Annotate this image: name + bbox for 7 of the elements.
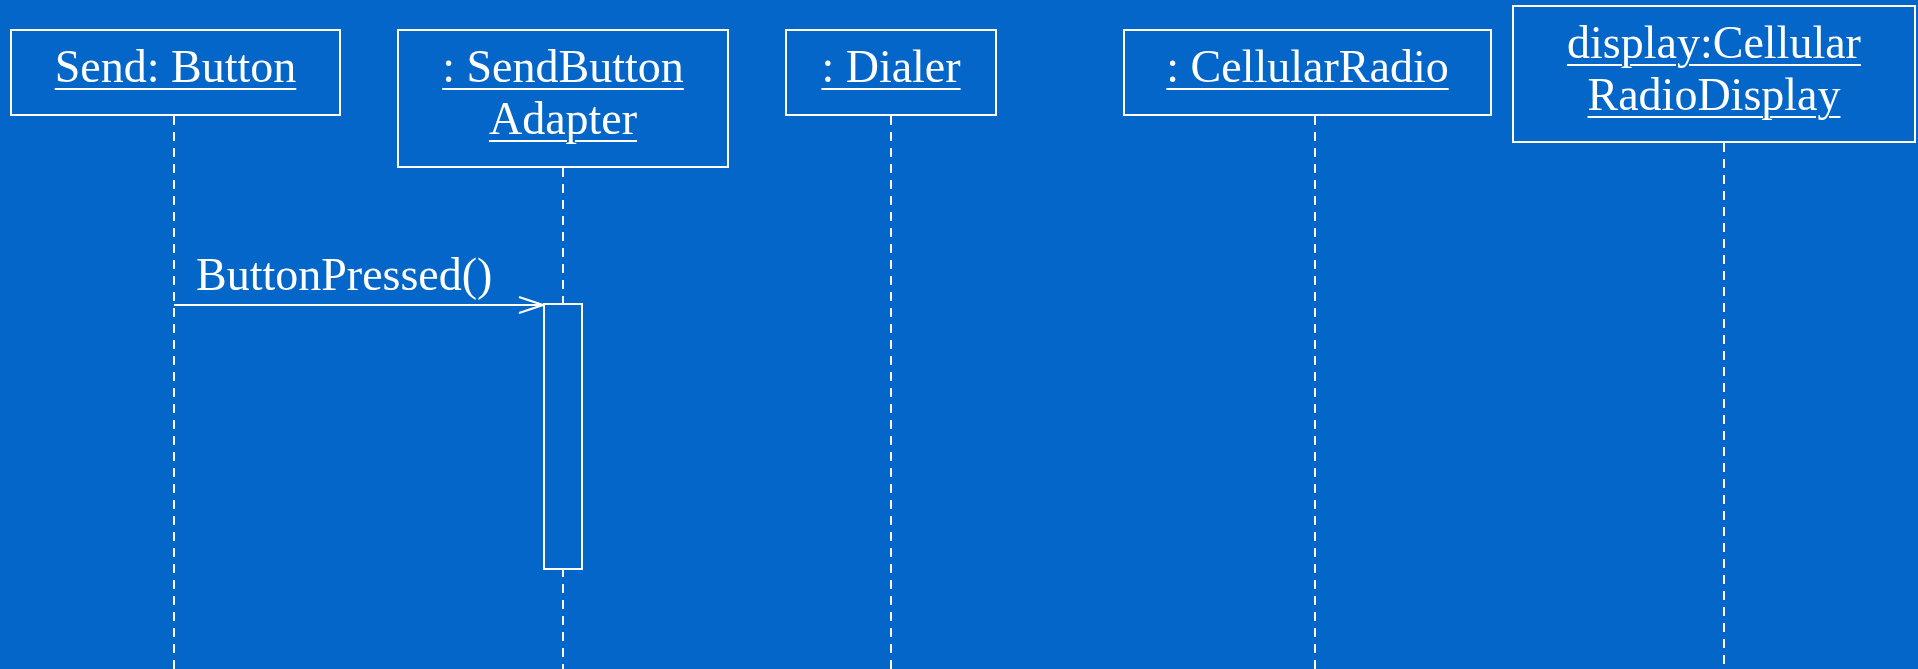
object-name: display:Cellular RadioDisplay bbox=[1566, 17, 1862, 121]
object-name: Send: Button bbox=[54, 41, 297, 93]
activation-bar bbox=[543, 303, 583, 570]
object-name: : SendButton Adapter bbox=[441, 41, 685, 145]
message-arrow bbox=[173, 296, 544, 314]
object-name: : Dialer bbox=[821, 41, 961, 93]
object-name: : CellularRadio bbox=[1166, 41, 1449, 93]
